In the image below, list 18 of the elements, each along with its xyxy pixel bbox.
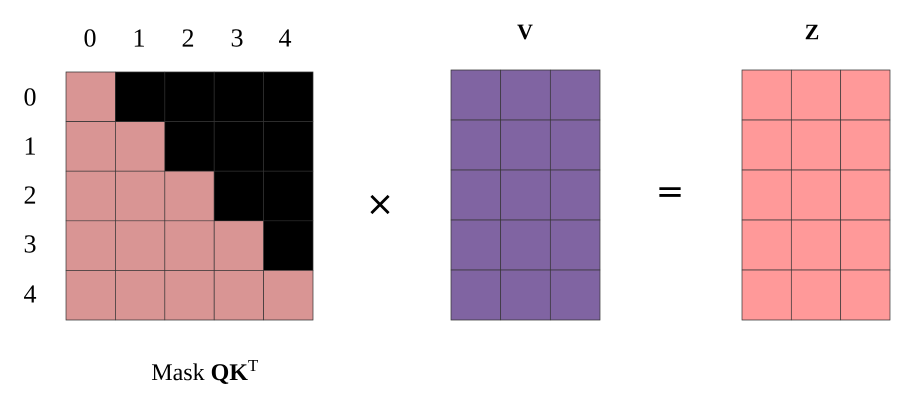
- matrix-label: Mask QK$^{T}$: [152, 360, 258, 384]
- index-number: 3: [232, 29, 242, 47]
- matrix-grid: [66, 72, 314, 320]
- index-number: 2: [24, 186, 36, 204]
- index-number: 0: [84, 29, 96, 47]
- matrix-label: Z: [806, 24, 818, 40]
- index-number: 0: [24, 88, 36, 106]
- operator-symbol: =: [659, 187, 681, 197]
- index-number: 1: [134, 29, 144, 47]
- matrix-label: V: [517, 24, 533, 40]
- matrix-grid: [742, 70, 890, 320]
- matrix-grid: [450, 70, 600, 320]
- index-number: 4: [279, 29, 292, 47]
- index-number: 3: [24, 235, 36, 253]
- index-number: 4: [24, 285, 36, 303]
- operator-symbol: ×: [370, 194, 390, 214]
- index-number: 2: [182, 29, 194, 47]
- index-number: 1: [26, 137, 35, 155]
